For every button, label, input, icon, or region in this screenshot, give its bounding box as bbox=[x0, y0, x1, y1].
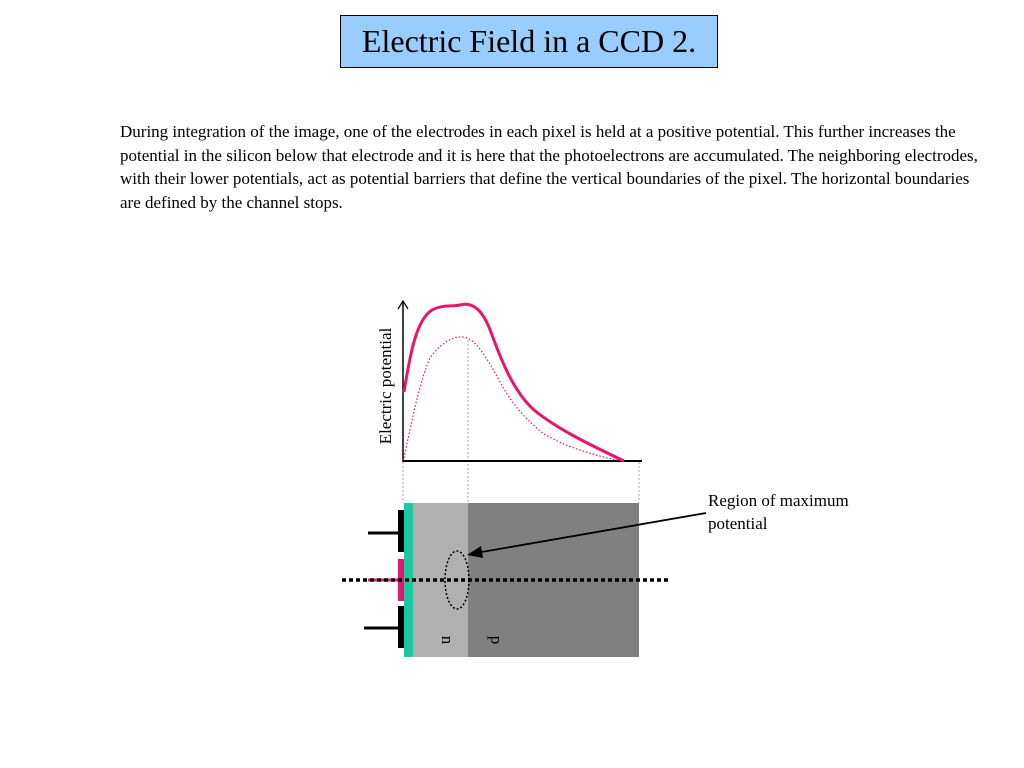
y-axis-arrowhead bbox=[397, 299, 409, 310]
annotation-arrow bbox=[475, 512, 707, 554]
max-potential-annotation: Region of maximum potential bbox=[708, 491, 849, 533]
slide-title: Electric Field in a CCD 2. bbox=[340, 15, 718, 68]
potential-curve-high bbox=[402, 302, 625, 463]
electrode-top-plate bbox=[398, 510, 404, 552]
potential-curve-low bbox=[403, 336, 623, 462]
max-potential-region bbox=[444, 550, 470, 610]
annotation-arrowhead bbox=[467, 546, 483, 558]
electrode-bottom-plate bbox=[398, 606, 404, 648]
slide-body-text: During integration of the image, one of … bbox=[120, 122, 978, 212]
